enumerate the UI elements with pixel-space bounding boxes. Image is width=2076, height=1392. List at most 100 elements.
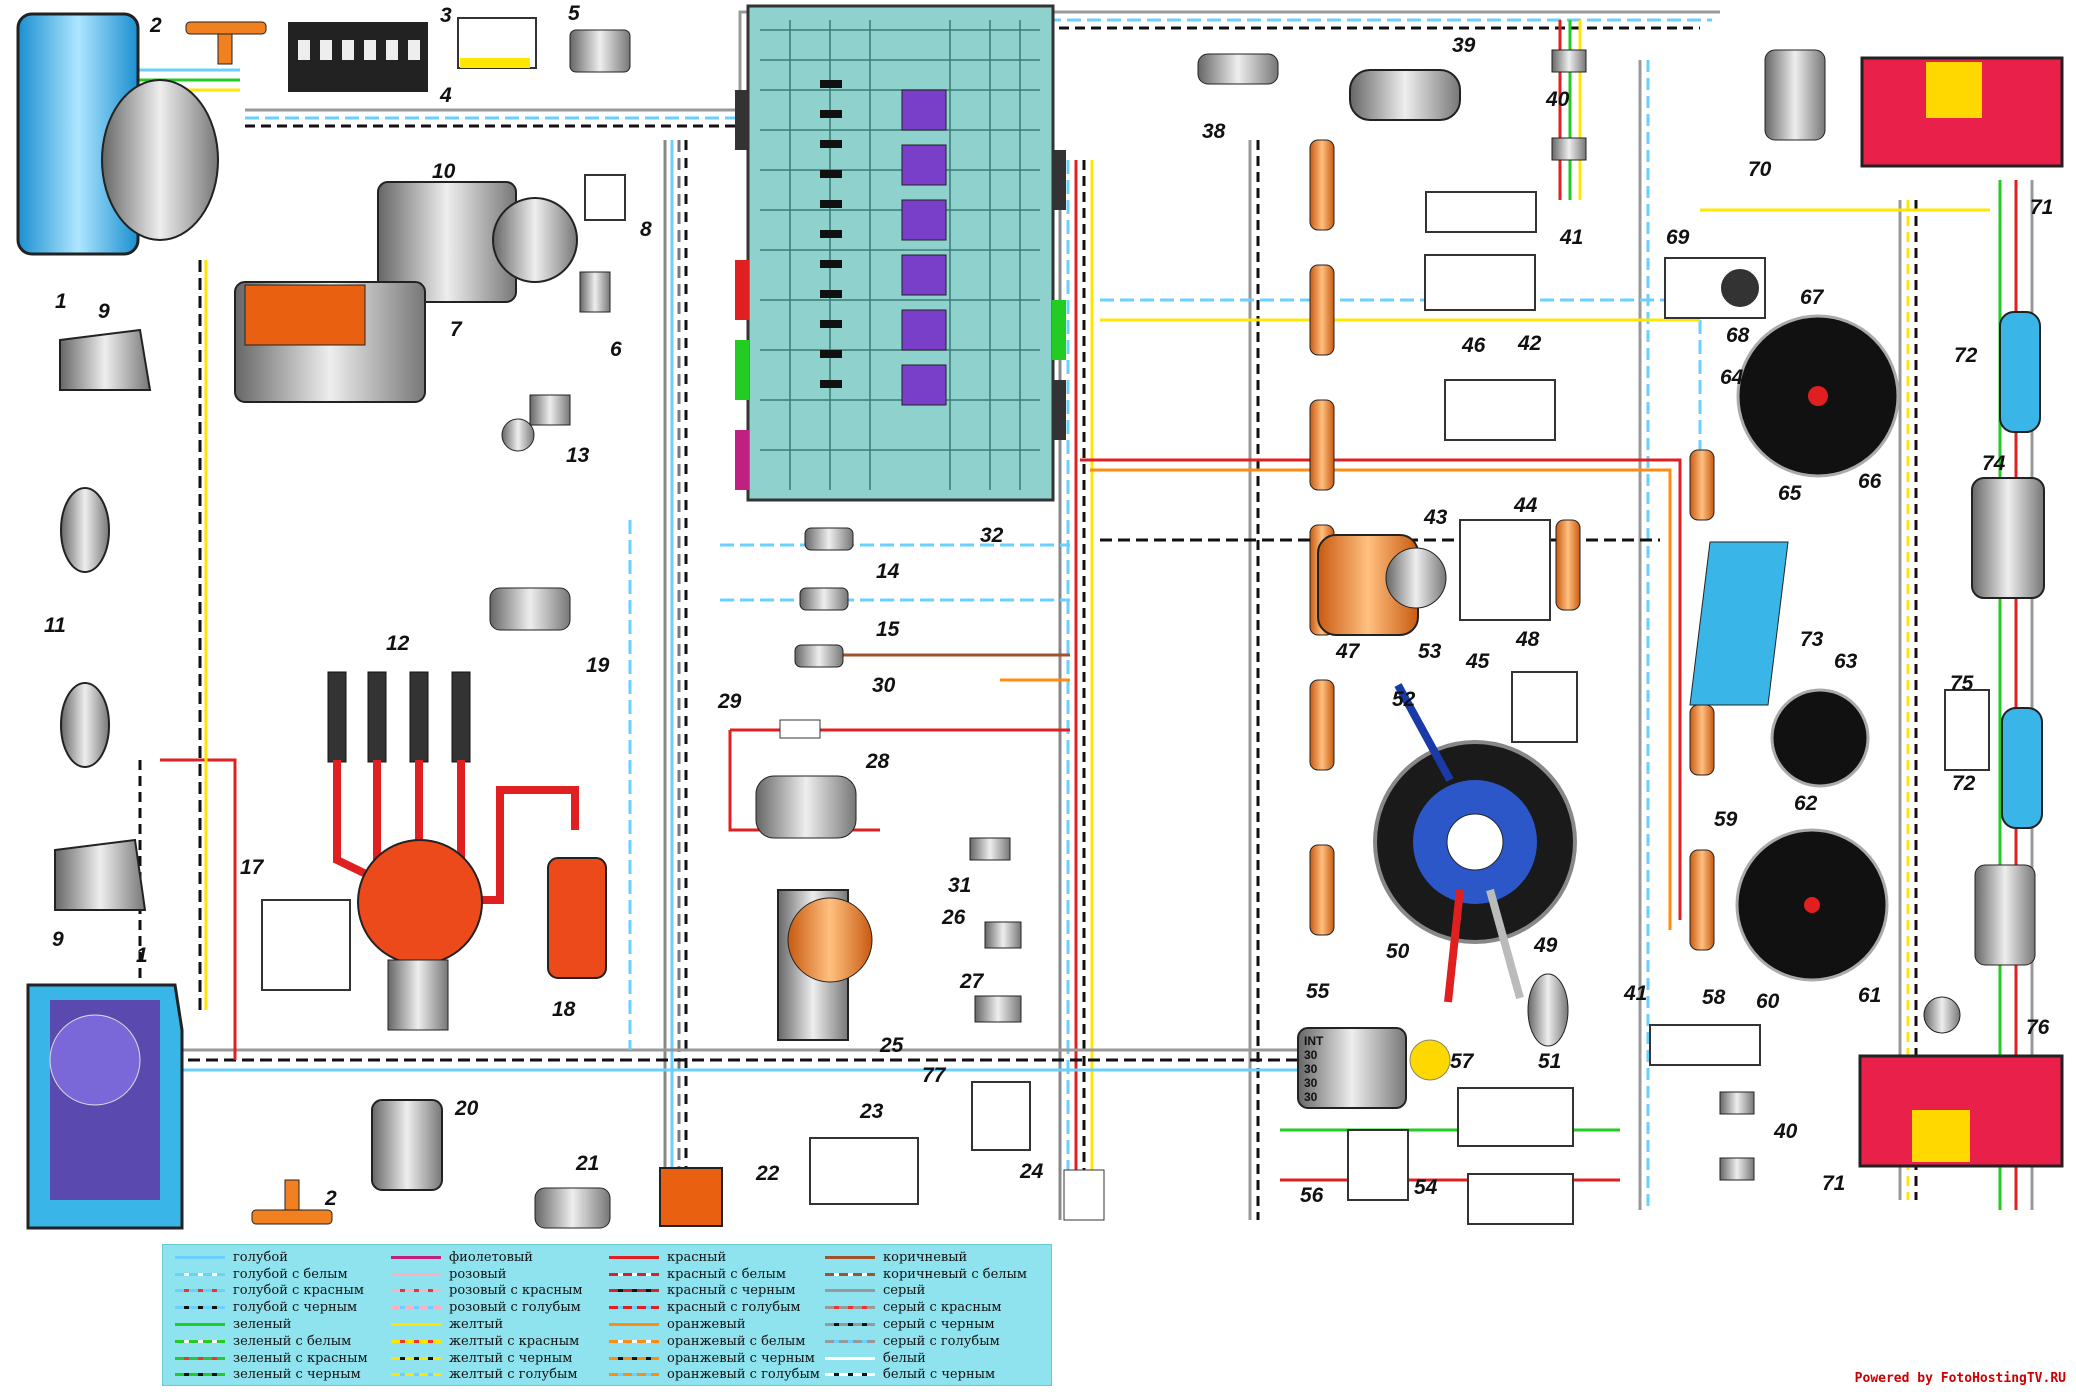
sensor-26-icon — [984, 921, 1022, 949]
legend-label: голубой с черным — [233, 1300, 358, 1316]
component-label-18: 18 — [552, 998, 576, 1021]
wire-swatch — [609, 1306, 659, 1310]
component-label-70: 70 — [1748, 158, 1772, 181]
component-label-48: 48 — [1515, 628, 1540, 651]
legend-label: серый с черным — [883, 1317, 995, 1333]
component-label-69: 69 — [1666, 226, 1690, 249]
legend-item: серый с красным — [825, 1299, 1027, 1316]
motor-28-icon — [755, 775, 857, 839]
steering-switch-icon — [1373, 683, 1577, 1003]
wire-swatch — [825, 1289, 875, 1293]
ignition-terminal-label: INT — [1304, 1034, 1324, 1048]
component-label-19: 19 — [586, 654, 610, 677]
legend-item: белый — [825, 1350, 1027, 1367]
legend-label: желтый — [449, 1317, 504, 1333]
legend-item: серый — [825, 1283, 1027, 1300]
component-label-25: 25 — [879, 1034, 904, 1057]
distributor-icon — [357, 839, 483, 1031]
legend-label: красный — [667, 1249, 727, 1265]
relay-block-43-45-icon — [1459, 519, 1551, 621]
headlamp-icon — [26, 983, 184, 1230]
legend-item: желтый — [391, 1316, 583, 1333]
component-label-58: 58 — [1702, 986, 1726, 1009]
legend-label: белый — [883, 1350, 926, 1366]
sensor-14-icon — [804, 527, 854, 551]
fuse-29-icon — [779, 719, 821, 739]
legend-item: фиолетовый — [391, 1249, 583, 1266]
legend-item: красный с черным — [609, 1283, 820, 1300]
switch-2-icon — [185, 21, 267, 65]
component-label-13: 13 — [566, 444, 590, 467]
component-label-32: 32 — [980, 524, 1004, 547]
wire-swatch — [175, 1339, 225, 1343]
legend-label: розовый с красным — [449, 1283, 583, 1299]
fuse-relay-block — [735, 4, 1066, 502]
legend-item: желтый с черным — [391, 1350, 583, 1367]
horn-icon — [60, 487, 110, 768]
sensor-15-icon — [799, 587, 849, 611]
component-label-23: 23 — [859, 1100, 884, 1123]
wire-swatch — [175, 1306, 225, 1310]
sensor-30-icon — [794, 644, 844, 668]
lamp-19-icon — [489, 587, 571, 631]
component-label-51: 51 — [1538, 1050, 1561, 1073]
legend-item: зеленый с красным — [175, 1350, 368, 1367]
component-label-57: 57 — [1450, 1050, 1475, 1073]
legend-item: оранжевый — [609, 1316, 820, 1333]
legend-label: оранжевый — [667, 1317, 746, 1333]
legend-label: голубой — [233, 1249, 288, 1265]
legend-item: голубой с белым — [175, 1266, 368, 1283]
wire-swatch — [175, 1373, 225, 1377]
legend-label: желтый с голубым — [449, 1367, 578, 1383]
component-label-74: 74 — [1982, 452, 2006, 475]
relay-70-icon — [1764, 49, 1826, 141]
legend-label: зеленый с белым — [233, 1333, 352, 1349]
ignition-terminal-label: 30 — [1304, 1076, 1318, 1090]
component-label-44: 44 — [1513, 494, 1538, 517]
component-label-14: 14 — [876, 560, 900, 583]
fuel-gauge-icon — [1770, 688, 1870, 788]
wire-swatch — [391, 1289, 441, 1293]
battery-icon — [288, 22, 428, 92]
wire-swatch — [391, 1306, 441, 1310]
motor-39-icon — [1349, 69, 1461, 121]
relay-48-icon — [1511, 671, 1578, 743]
legend-label: желтый с красным — [449, 1333, 580, 1349]
wire-swatch — [175, 1323, 225, 1327]
legend-item: оранжевый с белым — [609, 1333, 820, 1350]
ignition-switch-icon — [1297, 1027, 1451, 1109]
legend-item: желтый с голубым — [391, 1367, 583, 1384]
tail-lamp-icon — [1860, 56, 2064, 168]
starter-icon — [234, 281, 426, 403]
component-label-60: 60 — [1756, 990, 1780, 1013]
spark-plug-icon — [327, 671, 471, 763]
wire-swatch — [609, 1323, 659, 1327]
legend-label: розовый — [449, 1266, 507, 1282]
component-label-41a: 41 — [1559, 226, 1583, 249]
sensor-13-icon — [501, 394, 571, 452]
wire-swatch — [825, 1356, 875, 1360]
legend-label: зеленый — [233, 1317, 292, 1333]
solenoid-5-icon — [569, 29, 631, 73]
component-label-55: 55 — [1306, 980, 1330, 1003]
fog-lamp-icon — [54, 328, 152, 911]
component-label-71b: 71 — [1822, 1172, 1845, 1195]
component-label-66: 66 — [1858, 470, 1882, 493]
wire-swatch — [825, 1373, 875, 1377]
rear-window-heater-icon — [1689, 541, 1789, 706]
wire-swatch — [175, 1272, 225, 1276]
legend-item: оранжевый с голубым — [609, 1367, 820, 1384]
ignition-terminal-label: 30 — [1304, 1062, 1318, 1076]
legend-item: серый с черным — [825, 1316, 1027, 1333]
component-label-53: 53 — [1418, 640, 1442, 663]
component-label-56: 56 — [1300, 1184, 1324, 1207]
component-label-63: 63 — [1834, 650, 1858, 673]
component-label-10: 10 — [432, 160, 456, 183]
component-label-21: 21 — [575, 1152, 599, 1175]
component-label-47: 47 — [1335, 640, 1361, 663]
component-label-9a: 9 — [98, 300, 110, 323]
component-label-5: 5 — [568, 2, 580, 25]
